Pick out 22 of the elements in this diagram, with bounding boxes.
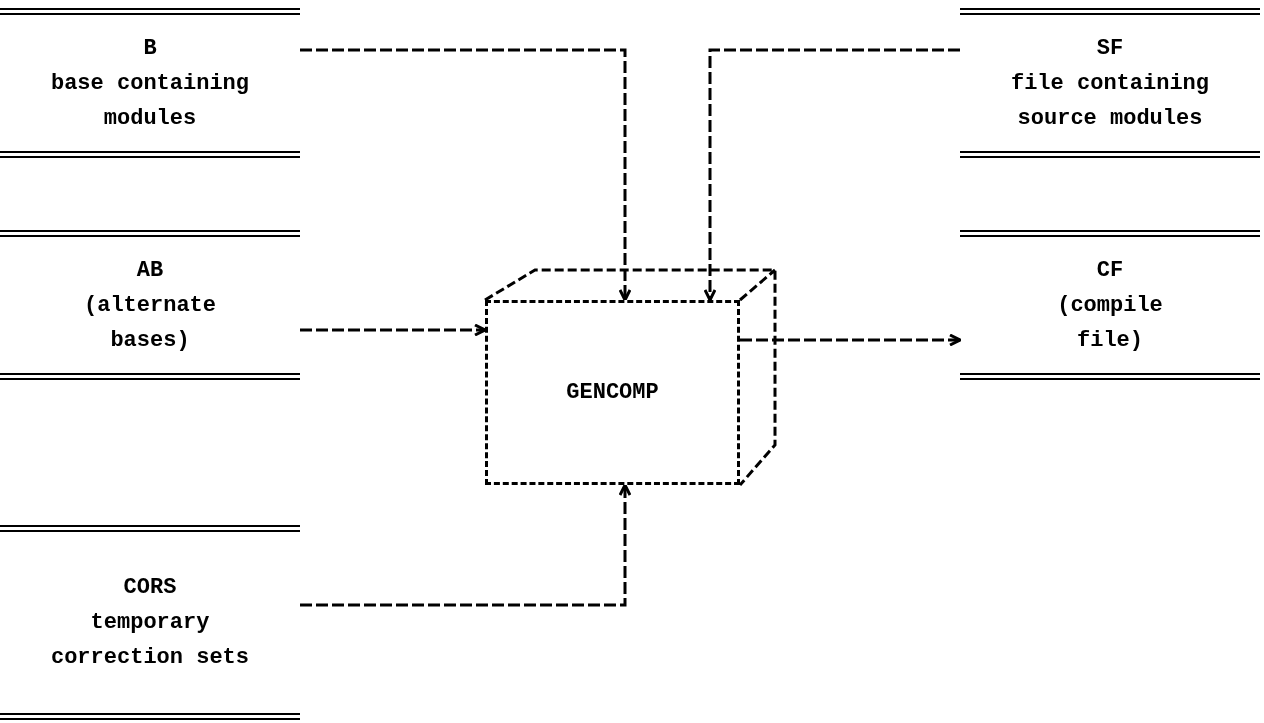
node-title: AB bbox=[135, 256, 165, 285]
data-store-box bbox=[0, 230, 300, 380]
node-title: GENCOMP bbox=[565, 379, 660, 407]
node-title: CF bbox=[1095, 256, 1125, 285]
node-title: B bbox=[142, 34, 158, 63]
data-store-box bbox=[960, 230, 1260, 380]
node-title: SF bbox=[1095, 34, 1125, 63]
data-store-box bbox=[0, 8, 300, 158]
node-label: file containing source modules bbox=[1009, 69, 1210, 133]
node-label: temporary correction sets bbox=[49, 609, 250, 672]
arrow bbox=[300, 483, 632, 607]
node-title: CORS bbox=[122, 574, 178, 602]
data-store-box bbox=[0, 525, 300, 720]
arrow bbox=[300, 323, 487, 337]
node-label: base containing modules bbox=[49, 69, 250, 133]
data-store-box bbox=[960, 8, 1260, 158]
process-box bbox=[485, 300, 740, 485]
node-label: (compile file) bbox=[1056, 291, 1164, 355]
arrow bbox=[300, 48, 632, 302]
arrow bbox=[740, 333, 962, 347]
arrow bbox=[703, 48, 960, 302]
node-label: (alternate bases) bbox=[83, 291, 217, 355]
